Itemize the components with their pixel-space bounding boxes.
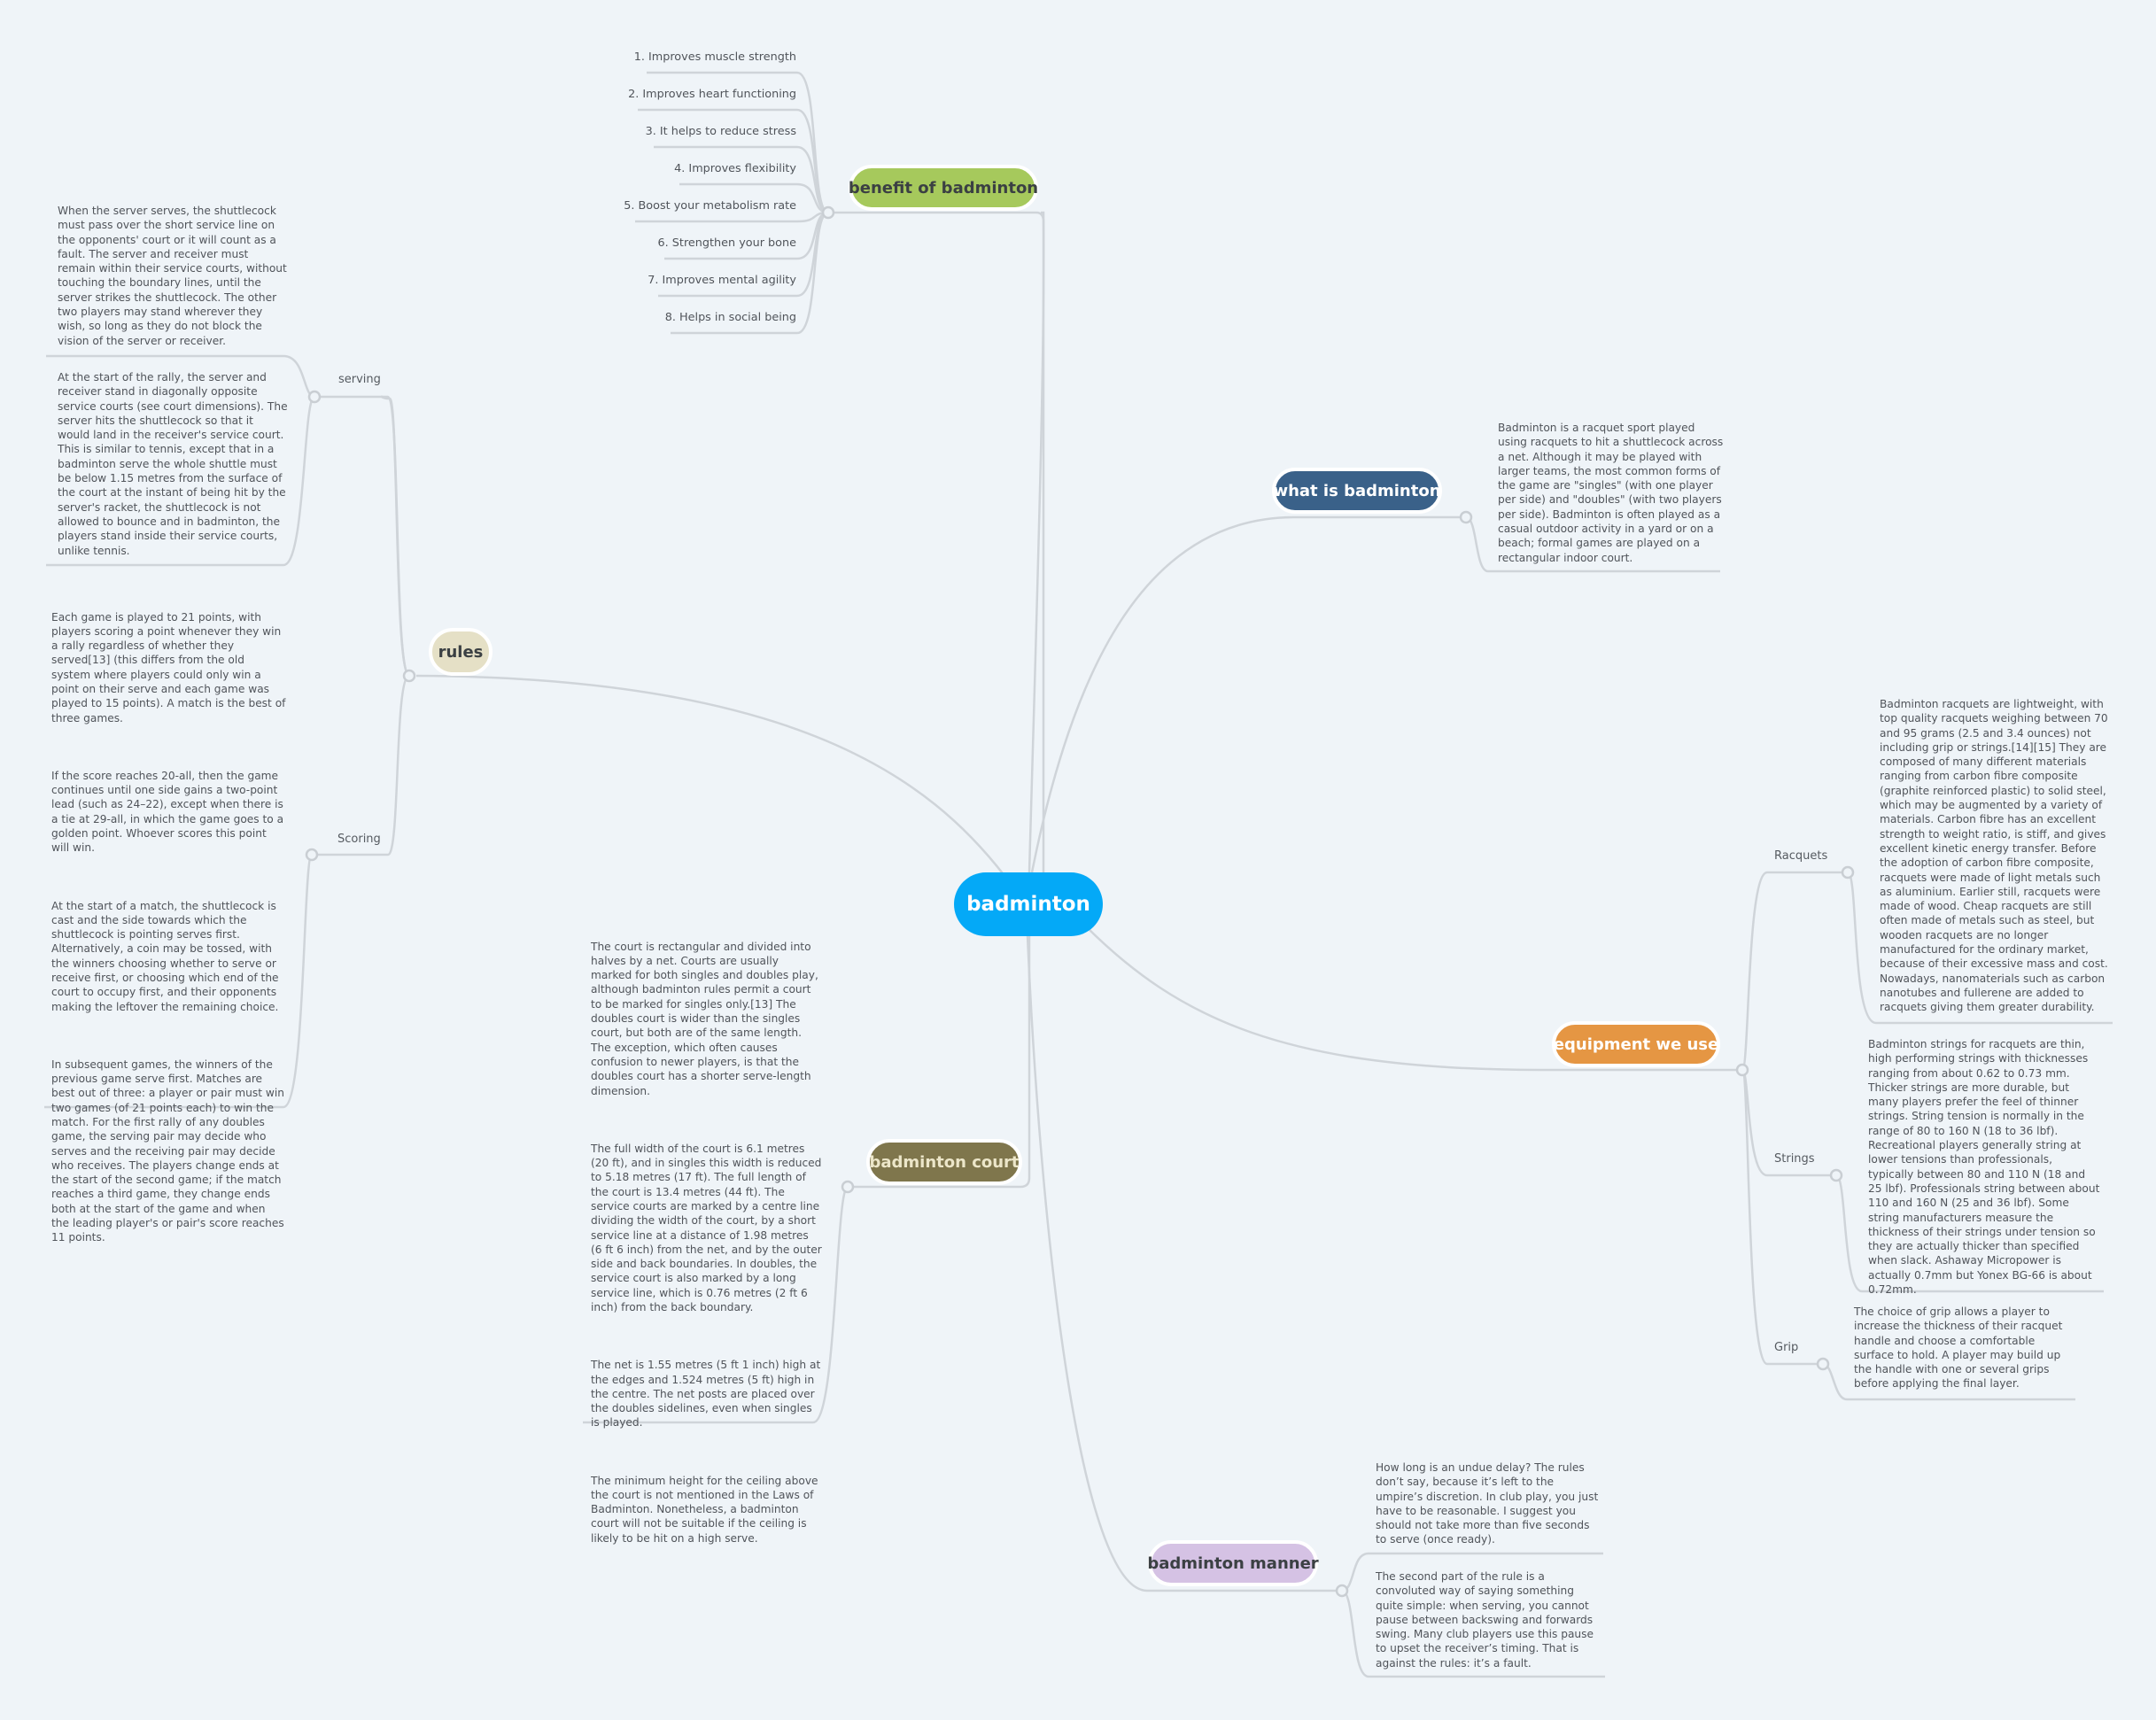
benefit-item[interactable]: 3. It helps to reduce stress <box>645 125 796 138</box>
what-is-badminton-note: Badminton is a racquet sport played usin… <box>1498 422 1727 564</box>
grip-collapse-handle <box>1816 1357 1830 1371</box>
link-central-rules <box>415 674 1006 878</box>
link-central-manner <box>1026 935 1342 1592</box>
benefit-item[interactable]: 5. Boost your metabolism rate <box>624 199 796 213</box>
link-central-equipment <box>1084 925 1742 1072</box>
benefit-item[interactable]: 7. Improves mental agility <box>648 274 796 287</box>
court-collapse-handle <box>841 1180 855 1194</box>
equipment-collapse-handle <box>1735 1063 1749 1077</box>
topic-equipment-we-use[interactable]: equipment we use <box>1552 1021 1720 1067</box>
topic-badminton-court[interactable]: badminton court <box>866 1139 1022 1185</box>
link-benefit-underline <box>828 211 1045 872</box>
court-note: The court is rectangular and divided int… <box>591 910 823 1560</box>
link-central-what <box>1030 515 1466 873</box>
topic-benefit-of-badminton[interactable]: benefit of badminton <box>849 165 1038 211</box>
serving-collapse-handle <box>307 390 322 404</box>
scoring-paragraph: If the score reaches 20-all, then the ga… <box>51 769 287 855</box>
strings-note: Badminton strings for racquets are thin,… <box>1868 1038 2104 1297</box>
rules-collapse-handle <box>402 669 416 683</box>
benefit-item[interactable]: 2. Improves heart functioning <box>628 88 796 101</box>
strings-collapse-handle <box>1829 1168 1843 1182</box>
court-paragraph: The net is 1.55 metres (5 ft 1 inch) hig… <box>591 1359 825 1429</box>
scoring-note: Each game is played to 21 points, with p… <box>51 581 286 1259</box>
serving-note: When the server serves, the shuttlecock … <box>58 205 291 347</box>
serving-note: At the start of the rally, the server an… <box>58 371 291 557</box>
scoring-paragraph: At the start of a match, the shuttlecock… <box>51 899 283 1013</box>
benefit-item[interactable]: 8. Helps in social being <box>664 311 796 324</box>
court-paragraph: The court is rectangular and divided int… <box>591 940 822 1097</box>
subtopic-serving[interactable]: serving <box>338 373 381 386</box>
court-paragraph: The minimum height for the ceiling above… <box>591 1474 822 1545</box>
subtopic-scoring[interactable]: Scoring <box>337 833 381 846</box>
benefit-item[interactable]: 4. Improves flexibility <box>674 162 796 175</box>
court-paragraph: The full width of the court is 6.1 metre… <box>591 1142 826 1314</box>
manner-collapse-handle <box>1335 1584 1349 1598</box>
racquets-collapse-handle <box>1841 865 1855 879</box>
link-central-court <box>848 936 1031 1189</box>
scoring-paragraph: Each game is played to 21 points, with p… <box>51 610 290 724</box>
grip-note: The choice of grip allows a player to in… <box>1854 1305 2067 1391</box>
subtopic-racquets[interactable]: Racquets <box>1774 849 1828 863</box>
what-collapse-handle <box>1459 510 1473 524</box>
manner-note: The second part of the rule is a convolu… <box>1376 1570 1597 1670</box>
benefit-item[interactable]: 1. Improves muscle strength <box>633 50 796 64</box>
central-topic[interactable]: badminton <box>954 872 1103 936</box>
benefit-item[interactable]: 6. Strengthen your bone <box>657 236 796 250</box>
scoring-paragraph: In subsequent games, the winners of the … <box>51 1058 288 1244</box>
racquets-note: Badminton racquets are lightweight, with… <box>1880 698 2112 1014</box>
benefit-collapse-handle <box>821 205 835 220</box>
subtopic-strings[interactable]: Strings <box>1774 1152 1815 1166</box>
link-central-benefit <box>1028 211 1045 873</box>
manner-note: How long is an undue delay? The rules do… <box>1376 1461 1602 1546</box>
topic-rules[interactable]: rules <box>429 628 492 676</box>
subtopic-grip[interactable]: Grip <box>1774 1341 1799 1354</box>
scoring-collapse-handle <box>305 848 319 862</box>
topic-badminton-manner[interactable]: badminton manner <box>1147 1540 1319 1586</box>
topic-what-is-badminton[interactable]: what is badminton <box>1272 468 1442 514</box>
